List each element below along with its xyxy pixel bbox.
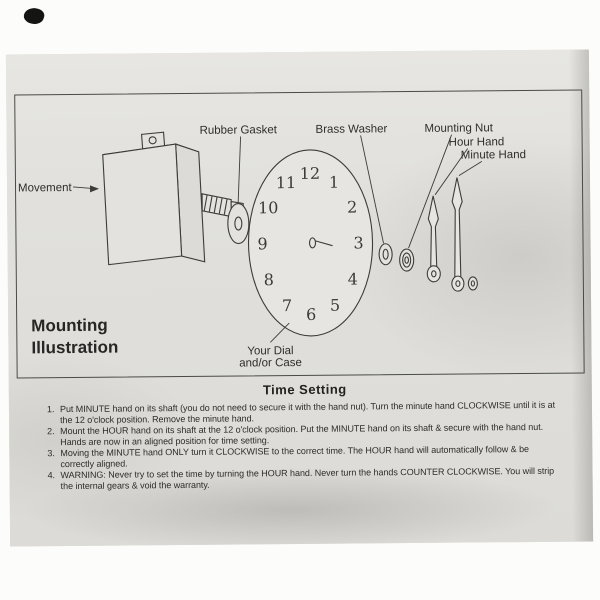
minute-hand: [451, 177, 465, 292]
gasket-leader-line: [237, 136, 242, 203]
dial-numeral-5: 5: [330, 296, 340, 315]
dial-numeral-1: 1: [329, 173, 339, 192]
dial-numeral-7: 7: [282, 296, 292, 315]
minute-hand-hub-hole: [455, 280, 461, 287]
movement-box: [102, 131, 206, 266]
dial-label-line2: and/or Case: [239, 357, 302, 370]
minute-hand-leader-line: [458, 161, 483, 176]
hour-hand-hub: [426, 265, 441, 283]
movement-front-face: [102, 143, 183, 266]
time-setting-section: Time Setting 1. Put MINUTE hand on its s…: [47, 380, 564, 492]
instruction-number: 2.: [47, 426, 55, 437]
hour-hand-blade: [427, 195, 439, 268]
dial-numeral-3: 3: [353, 233, 363, 252]
washer-hole: [382, 248, 389, 260]
dial-numerals: 12 1 2 3 4 5 6 7 8 9 10 11: [257, 164, 363, 324]
gasket-hole: [234, 216, 243, 231]
dial-numeral-6: 6: [306, 305, 316, 324]
hand-nut: [467, 276, 478, 291]
dial-center-shaft: [315, 240, 333, 247]
dial-numeral-10: 10: [258, 198, 279, 217]
brass-washer: [378, 243, 393, 266]
instruction-number: 1.: [46, 404, 55, 415]
minute-hand-blade: [451, 177, 463, 279]
scanner-ink-blot: [22, 5, 46, 27]
instruction-number: 3.: [47, 448, 55, 459]
panel-title-line1: Mounting: [31, 316, 108, 336]
dial-numeral-9: 9: [257, 234, 267, 253]
dial-numeral-8: 8: [264, 270, 274, 289]
washer-outer: [378, 243, 393, 266]
movement-arrowhead: [90, 185, 100, 193]
gasket-disc: [227, 202, 250, 245]
movement-label: Movement: [18, 182, 73, 194]
scanned-page: 12 1 2 3 4 5 6 7 8 9 10 11 Rubber Gasket…: [5, 49, 594, 547]
rubber-gasket-label: Rubber Gasket: [199, 124, 277, 137]
hand-nut-hole: [470, 280, 476, 287]
mounting-nut-label: Mounting Nut: [424, 122, 493, 135]
leader-lines: [72, 134, 483, 343]
mounting-nut-leader-line: [408, 134, 453, 249]
hour-hand-leader-line: [434, 148, 469, 196]
mounting-nut: [399, 248, 415, 272]
dial-numeral-12: 12: [300, 164, 321, 183]
minute-hand-label: Minute Hand: [461, 149, 526, 162]
time-setting-title: Time Setting: [262, 381, 347, 398]
washer-leader-line: [360, 135, 384, 244]
dial-label-line1: Your Dial: [247, 345, 293, 357]
mounting-diagram: 12 1 2 3 4 5 6 7 8 9 10 11 Rubber Gasket…: [18, 122, 526, 370]
clock-dial: [247, 149, 374, 337]
panel-title-line2: Illustration: [31, 338, 118, 358]
rubber-gasket: [227, 202, 250, 245]
hour-hand-label: Hour Hand: [449, 136, 505, 148]
instruction-number: 4.: [47, 470, 55, 481]
instruction-item: 4. WARNING: Never try to set the time by…: [47, 466, 563, 493]
brass-washer-label: Brass Washer: [315, 123, 387, 136]
dial-center-hole: [308, 237, 317, 249]
nut-hole: [404, 256, 410, 264]
hand-nut-outer: [467, 276, 478, 291]
dial-leader-line: [270, 322, 290, 343]
dial-numeral-11: 11: [276, 173, 297, 192]
hour-hand-hub-hole: [431, 270, 437, 278]
shaft-threads: [203, 194, 228, 215]
nut-outer: [399, 248, 415, 272]
dial-numeral-2: 2: [347, 197, 357, 216]
instruction-text: WARNING: Never try to set the time by tu…: [60, 465, 555, 492]
hour-hand: [426, 195, 441, 283]
minute-hand-hub: [451, 275, 465, 292]
hanger-hole: [148, 136, 157, 145]
nut-face: [402, 252, 412, 268]
mounting-illustration-panel: 12 1 2 3 4 5 6 7 8 9 10 11 Rubber Gasket…: [14, 89, 585, 379]
dial-numeral-4: 4: [348, 269, 358, 288]
